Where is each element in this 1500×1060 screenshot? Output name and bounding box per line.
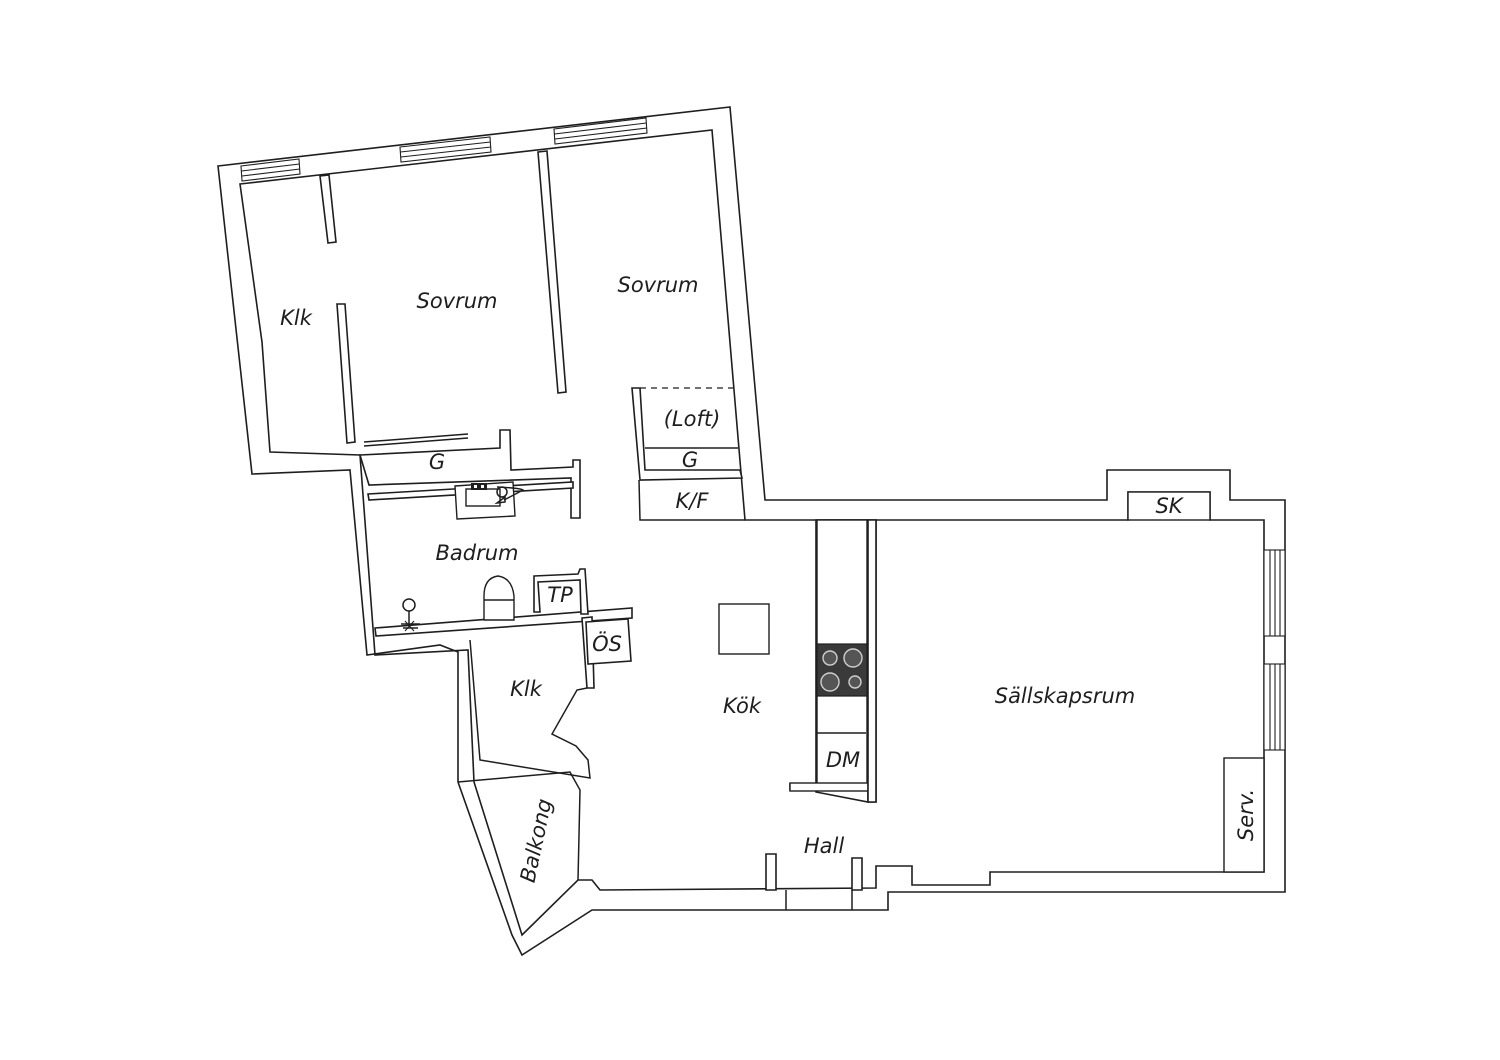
wall-segment (765, 853, 777, 891)
fixtures (401, 481, 1211, 697)
sk-cabinet (1127, 491, 1211, 521)
toilet-icon (483, 575, 515, 621)
wall-segment (867, 519, 877, 803)
window-icon (553, 117, 648, 145)
wall-segment (374, 607, 633, 637)
window-icon (1263, 663, 1286, 751)
room-label-sallskapsrum: Sällskapsrum (995, 684, 1136, 708)
room-label-balkong: Balkong (516, 797, 557, 885)
wall-segment (585, 618, 632, 665)
east-windows (1263, 549, 1286, 751)
interior-walls (319, 150, 1265, 910)
window-icon (240, 158, 301, 182)
wall-segment (537, 150, 567, 394)
room-label-g: G (429, 450, 445, 474)
room-label-loft: (Loft) (664, 407, 721, 431)
room-label-klk: Klk (280, 306, 313, 330)
room-label-sovrum: Sovrum (416, 289, 497, 313)
toilet-icon (494, 486, 525, 505)
room-labels: Klk Sovrum Sovrum (Loft) G K/F G Badrum … (280, 273, 1258, 884)
room-label-os: ÖS (592, 631, 622, 656)
kitchen-island (718, 603, 770, 655)
stove-icon (816, 643, 868, 697)
room-label-hall: Hall (804, 834, 844, 858)
room-label-kf: K/F (676, 489, 710, 513)
shower-icon (401, 598, 420, 632)
wall-segment (336, 303, 356, 444)
room-label-klk: Klk (510, 677, 543, 701)
wall-segment (358, 429, 581, 519)
room-label-serv: Serv. (1234, 789, 1258, 841)
room-label-sk: SK (1155, 494, 1184, 518)
room-label-g: G (682, 448, 698, 472)
wall-segment (533, 568, 589, 615)
outer-walls (217, 106, 1286, 957)
wall-segment (319, 174, 337, 244)
wall-segment (851, 857, 863, 891)
window-icon (399, 136, 492, 163)
room-label-tp: TP (547, 583, 573, 607)
room-label-sovrum: Sovrum (617, 273, 698, 297)
room-label-badrum: Badrum (435, 541, 518, 565)
room-label-dm: DM (826, 748, 860, 772)
room-label-kok: Kök (723, 694, 762, 718)
window-icon (1263, 549, 1286, 637)
sink-icon (454, 481, 516, 520)
north-windows (240, 117, 648, 182)
